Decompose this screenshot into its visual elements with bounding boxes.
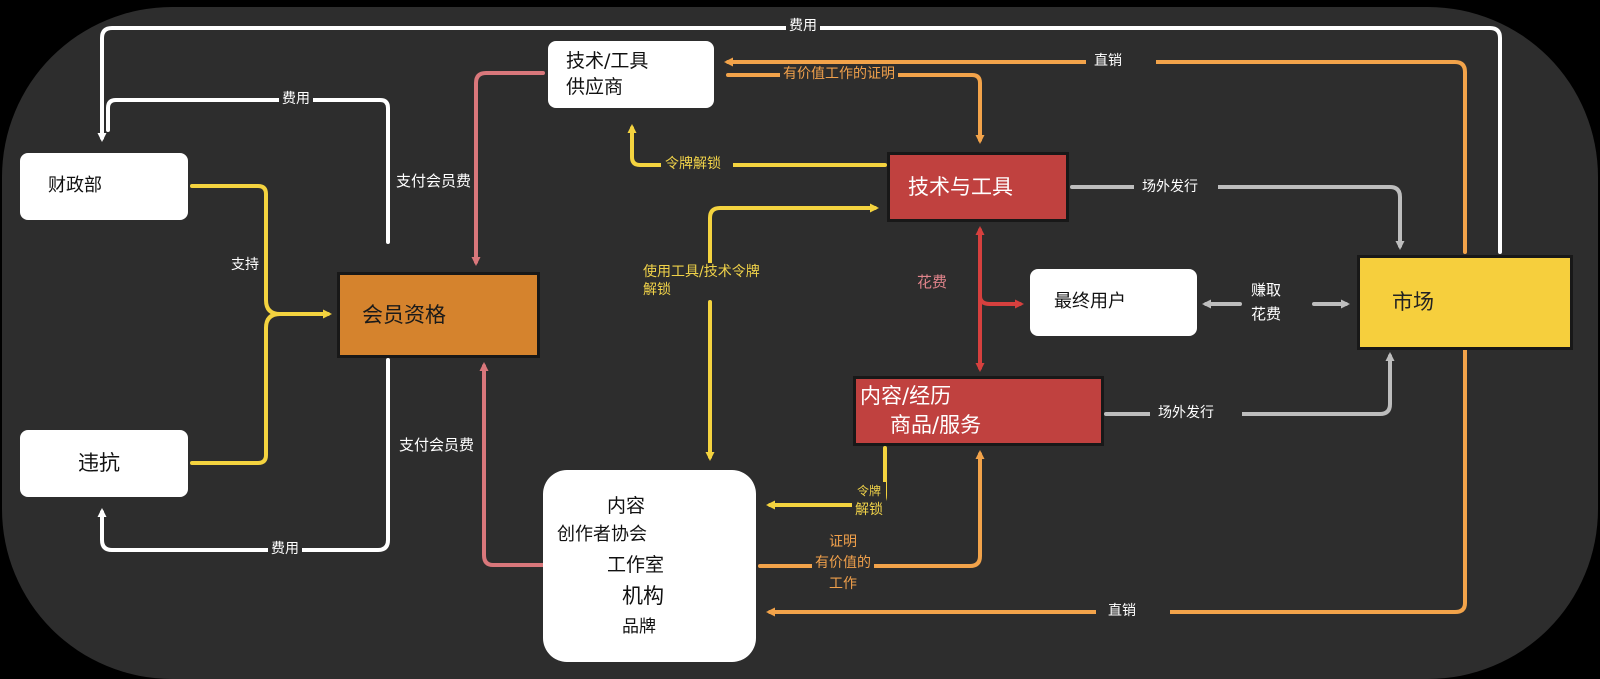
pay-membership-top-label: 支付会员费 xyxy=(393,172,475,192)
proof-work-line-2: 有价值的 xyxy=(812,553,874,574)
creators-line-5: 品牌 xyxy=(622,616,656,637)
proof-work-line-1: 证明 xyxy=(829,534,857,550)
tech-tools-label: 技术与工具 xyxy=(908,174,1013,199)
earn-spend-label: 赚取 花费 xyxy=(1248,278,1285,326)
spend-label: 花费 xyxy=(914,273,951,293)
creators-node[interactable]: 内容 创作者协会 工作室 机构 品牌 xyxy=(543,470,756,662)
support-from-violation xyxy=(190,312,282,465)
end-user-label: 最终用户 xyxy=(1054,291,1126,313)
spend-arrow-right xyxy=(978,294,1024,309)
market-node[interactable]: 市场 xyxy=(1357,255,1573,350)
offsite-release-2-label: 场外发行 xyxy=(1150,404,1242,423)
direct-sales-bottom-label: 直销 xyxy=(1096,602,1170,621)
support-from-treasury xyxy=(190,184,282,316)
violation-node[interactable]: 违抗 xyxy=(20,430,188,497)
content-goods-line-2: 商品/服务 xyxy=(890,413,982,437)
support-label: 支持 xyxy=(228,256,262,275)
violation-label: 违抗 xyxy=(78,451,120,476)
market-label: 市场 xyxy=(1392,290,1434,315)
use-tools-unlock-line-2: 解锁 xyxy=(643,282,671,299)
fee-bottom-arrow xyxy=(97,358,390,552)
pay-membership-bottom-label: 支付会员费 xyxy=(396,436,478,456)
pay-membership-bottom-arrow xyxy=(479,362,545,567)
earn-label: 赚取 xyxy=(1251,281,1282,299)
proof-work-bottom-arrow xyxy=(758,450,985,568)
treasury-node[interactable]: 财政部 xyxy=(20,153,188,220)
fee-left-line xyxy=(106,98,390,244)
tech-supplier-node[interactable]: 技术/工具 供应商 xyxy=(548,41,714,108)
tech-tools-node[interactable]: 技术与工具 xyxy=(887,152,1069,222)
content-goods-line-1: 内容/经历 xyxy=(860,383,952,408)
end-user-node[interactable]: 最终用户 xyxy=(1030,269,1197,336)
fee-left-label: 费用 xyxy=(279,90,313,109)
fee-bottom-label: 费用 xyxy=(268,540,302,559)
creators-line-4: 机构 xyxy=(622,584,664,609)
use-tools-to-tech-arrow xyxy=(708,203,879,284)
token-unlock-arrow xyxy=(627,124,887,167)
proof-work-line-3: 工作 xyxy=(829,576,857,592)
proof-work-label: 证明 有价值的 工作 xyxy=(812,532,874,595)
spend-label-2: 花费 xyxy=(1251,305,1282,323)
pay-membership-top-arrow xyxy=(471,71,545,266)
offsite-release-2-arrow xyxy=(1104,352,1395,416)
token-unlock-label: 令牌解锁 xyxy=(661,155,733,174)
creators-line-3: 工作室 xyxy=(607,554,665,576)
use-tools-unlock-line-1: 使用工具/技术令牌 xyxy=(643,264,760,280)
treasury-label: 财政部 xyxy=(48,175,102,197)
token-small-line-2: 解锁 xyxy=(855,502,883,518)
proof-work-top-arrow xyxy=(726,73,985,144)
direct-sales-top-label: 直销 xyxy=(1086,52,1156,71)
offsite-release-1-label: 场外发行 xyxy=(1134,178,1218,197)
token-small-line-1: 令牌 xyxy=(856,484,881,498)
membership-label: 会员资格 xyxy=(362,302,446,327)
membership-node[interactable]: 会员资格 xyxy=(337,272,540,358)
content-goods-node[interactable]: 内容/经历 商品/服务 xyxy=(853,376,1104,446)
tech-supplier-line-1: 技术/工具 xyxy=(566,49,649,72)
tech-supplier-line-2: 供应商 xyxy=(566,75,624,98)
creators-line-2: 创作者协会 xyxy=(557,524,647,546)
use-tools-unlock-label: 使用工具/技术令牌 解锁 xyxy=(640,263,763,300)
direct-sales-top-arrow xyxy=(724,57,1467,254)
proof-valuable-work-label: 有价值工作的证明 xyxy=(780,65,898,84)
creators-line-1: 内容 xyxy=(607,494,646,517)
offsite-release-1-arrow xyxy=(1070,185,1405,250)
direct-sales-bottom-arrow xyxy=(766,348,1467,617)
token-unlock-small-label: 令牌 解锁 xyxy=(852,482,886,521)
fee-top-label: 费用 xyxy=(786,17,820,36)
